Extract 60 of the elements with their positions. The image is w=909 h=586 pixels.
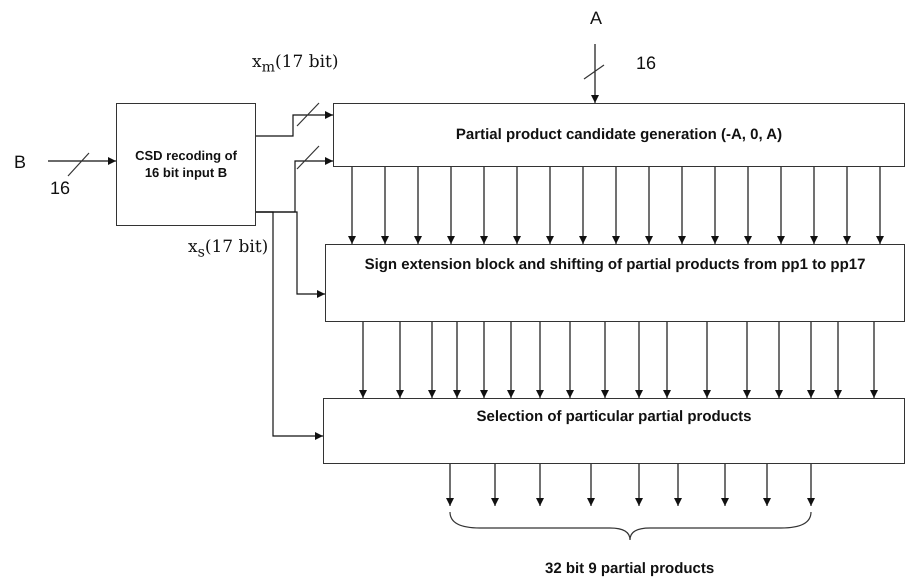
arrow <box>810 167 818 244</box>
arrow <box>777 167 785 244</box>
arrow <box>870 322 878 398</box>
arrow <box>414 167 422 244</box>
process-box <box>333 103 905 167</box>
arrow <box>536 322 544 398</box>
process-box <box>116 103 256 226</box>
arrow <box>381 167 389 244</box>
arrow <box>591 44 599 103</box>
box-label: Sign extension block and shifting of partial products from pp1 to pp17 <box>364 255 866 274</box>
arrow <box>256 111 333 137</box>
arrow <box>453 322 461 398</box>
arrow <box>348 167 356 244</box>
arrow <box>876 167 884 244</box>
arrow <box>579 167 587 244</box>
arrow <box>721 464 729 506</box>
arrow <box>428 322 436 398</box>
arrow <box>359 322 367 398</box>
arrow <box>256 211 323 440</box>
arrow <box>843 167 851 244</box>
arrow <box>763 464 771 506</box>
arrow <box>447 167 455 244</box>
arrow <box>834 322 842 398</box>
box-label: CSD recoding of 16 bit input B <box>134 148 238 182</box>
arrow <box>635 322 643 398</box>
arrow <box>743 322 751 398</box>
arrow <box>587 464 595 506</box>
arrow <box>612 167 620 244</box>
arrow <box>48 157 116 165</box>
box-label: Selection of particular partial products <box>476 407 752 426</box>
arrow <box>645 167 653 244</box>
arrow <box>513 167 521 244</box>
arrow <box>491 464 499 506</box>
arrow <box>446 464 454 506</box>
arrow <box>744 167 752 244</box>
process-box <box>323 398 905 464</box>
arrow <box>674 464 682 506</box>
arrow <box>711 167 719 244</box>
arrow <box>635 464 643 506</box>
arrow <box>807 464 815 506</box>
arrow <box>396 322 404 398</box>
arrow <box>480 322 488 398</box>
arrow <box>775 322 783 398</box>
arrow <box>546 167 554 244</box>
arrow <box>566 322 574 398</box>
arrow <box>507 322 515 398</box>
arrow <box>480 167 488 244</box>
arrow <box>601 322 609 398</box>
arrow <box>807 322 815 398</box>
arrow <box>536 464 544 506</box>
arrow <box>678 167 686 244</box>
arrow <box>663 322 671 398</box>
arrow <box>703 322 711 398</box>
box-label: Partial product candidate generation (-A, 0, A) <box>456 125 782 145</box>
signal-label: A <box>590 8 602 28</box>
signal-label: B <box>14 152 26 172</box>
process-box <box>325 244 905 322</box>
signal-label: x$_{s}$(17 bit) <box>188 237 268 260</box>
signal-label: x$_{m}$(17 bit) <box>252 52 338 76</box>
output-label: 32 bit 9 partial products <box>545 560 714 577</box>
